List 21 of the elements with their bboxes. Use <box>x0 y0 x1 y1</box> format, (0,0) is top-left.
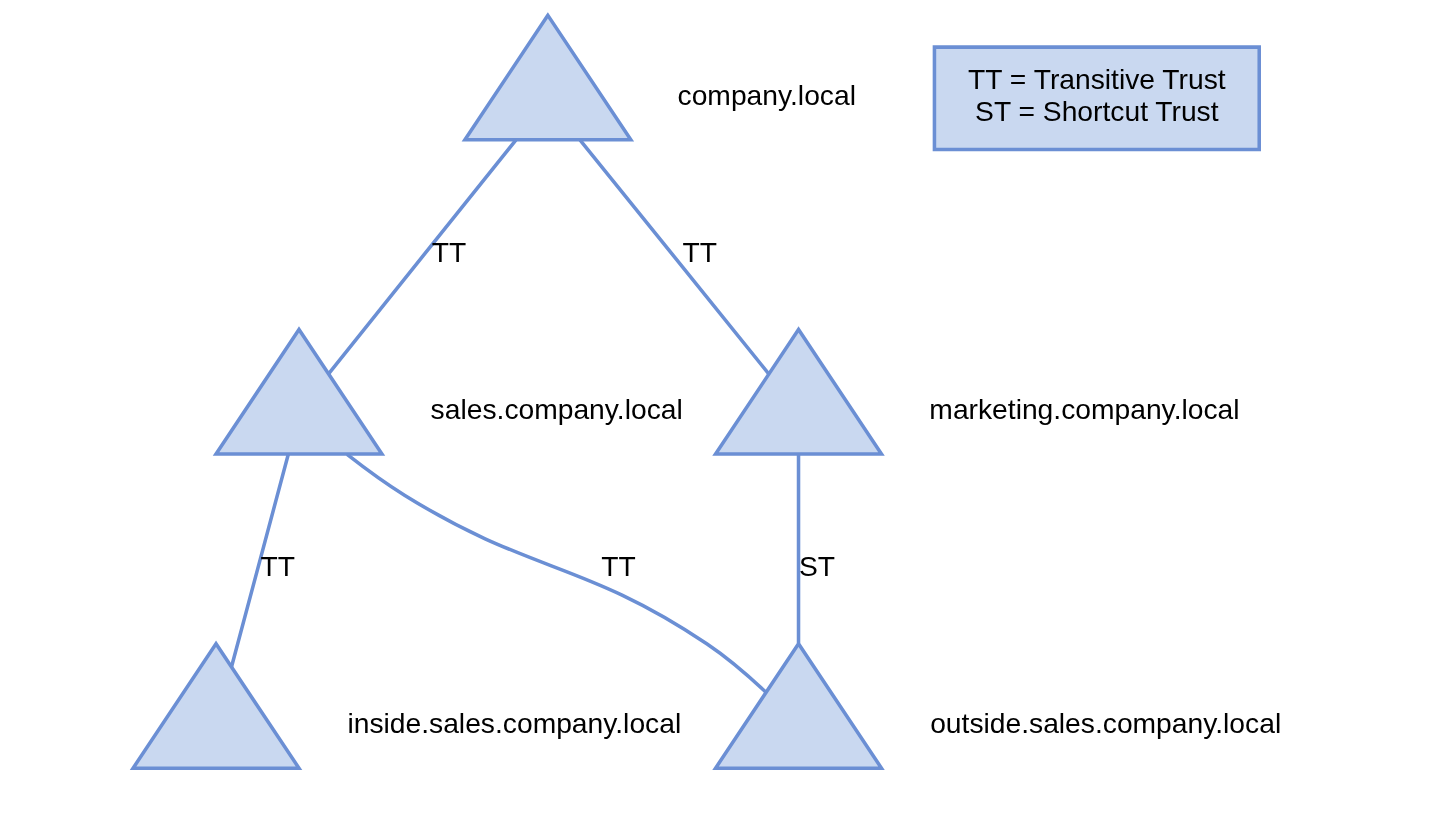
node-label: marketing.company.local <box>928 393 1240 426</box>
node-label: inside.sales.company.local <box>346 707 681 740</box>
node-box: TT = Transitive Trust ST = Shortcut Trust <box>932 45 1261 152</box>
node-triangle <box>461 12 634 142</box>
connector <box>345 452 767 694</box>
connector <box>326 138 517 375</box>
edge-label: ST <box>798 550 835 583</box>
edge-label: TT <box>260 550 295 583</box>
node-label: sales.company.local <box>430 393 683 426</box>
node-label: outside.sales.company.local <box>929 707 1281 740</box>
edge-label: TT <box>600 550 636 583</box>
edge-label: TT <box>681 236 717 269</box>
node-label: company.local <box>677 79 856 112</box>
connector <box>578 138 770 375</box>
connector <box>229 453 290 668</box>
node-triangle <box>711 640 885 770</box>
connector <box>796 454 800 644</box>
node-triangle <box>129 640 302 770</box>
edge-label: TT <box>431 236 466 269</box>
node-triangle <box>212 326 385 456</box>
node-triangle <box>711 326 885 456</box>
